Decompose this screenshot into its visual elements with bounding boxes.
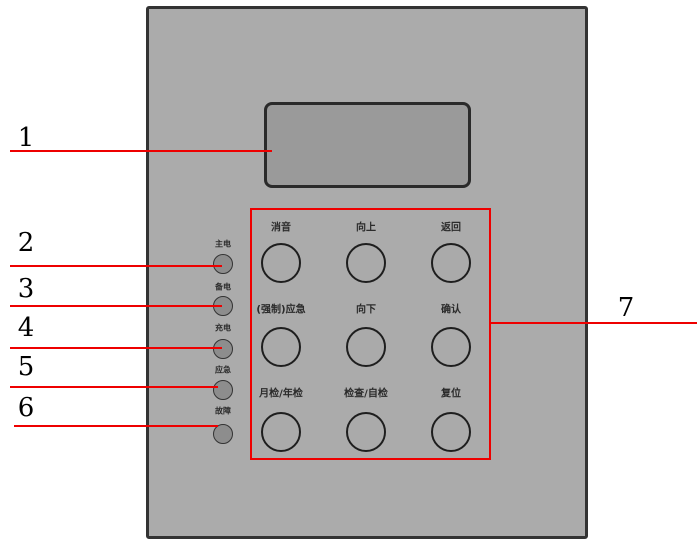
led-indicator (213, 424, 233, 444)
keypad-button[interactable] (261, 327, 301, 367)
button-label: 检查/自检 (344, 388, 388, 400)
led-label: 备电 (215, 282, 231, 292)
led-indicator (213, 380, 233, 400)
led-label: 应急 (215, 365, 231, 375)
callout-line (490, 322, 697, 324)
button-label: 返回 (441, 222, 461, 234)
keypad-button[interactable] (346, 243, 386, 283)
callout-line (10, 265, 222, 267)
callout-line (10, 347, 222, 349)
callout-line (10, 150, 272, 152)
callout-number: 1 (17, 123, 35, 153)
callout-line (14, 425, 218, 427)
keypad-highlight-box (250, 208, 491, 460)
callout-number: 4 (17, 313, 35, 343)
button-label: (强制)应急 (256, 304, 306, 316)
callout-number: 5 (17, 352, 35, 382)
keypad-button[interactable] (431, 412, 471, 452)
keypad-button[interactable] (261, 243, 301, 283)
keypad-button[interactable] (346, 327, 386, 367)
button-label: 向上 (356, 222, 376, 234)
button-label: 向下 (356, 304, 376, 316)
button-label: 消音 (271, 222, 291, 234)
callout-line (10, 386, 218, 388)
callout-number: 2 (17, 228, 35, 258)
led-indicator (213, 254, 233, 274)
button-label: 月检/年检 (259, 388, 303, 400)
callout-number: 6 (17, 393, 35, 423)
led-label: 主电 (215, 239, 231, 249)
keypad-button[interactable] (261, 412, 301, 452)
callout-line (10, 305, 222, 307)
keypad-button[interactable] (431, 327, 471, 367)
callout-number: 3 (17, 274, 35, 304)
button-label: 确认 (441, 304, 461, 316)
led-indicator (213, 339, 233, 359)
callout-number: 7 (617, 293, 635, 323)
keypad-button[interactable] (431, 243, 471, 283)
button-label: 复位 (441, 388, 461, 400)
led-label: 故障 (215, 406, 231, 416)
led-label: 充电 (215, 323, 231, 333)
keypad-button[interactable] (346, 412, 386, 452)
lcd-display (264, 102, 471, 188)
